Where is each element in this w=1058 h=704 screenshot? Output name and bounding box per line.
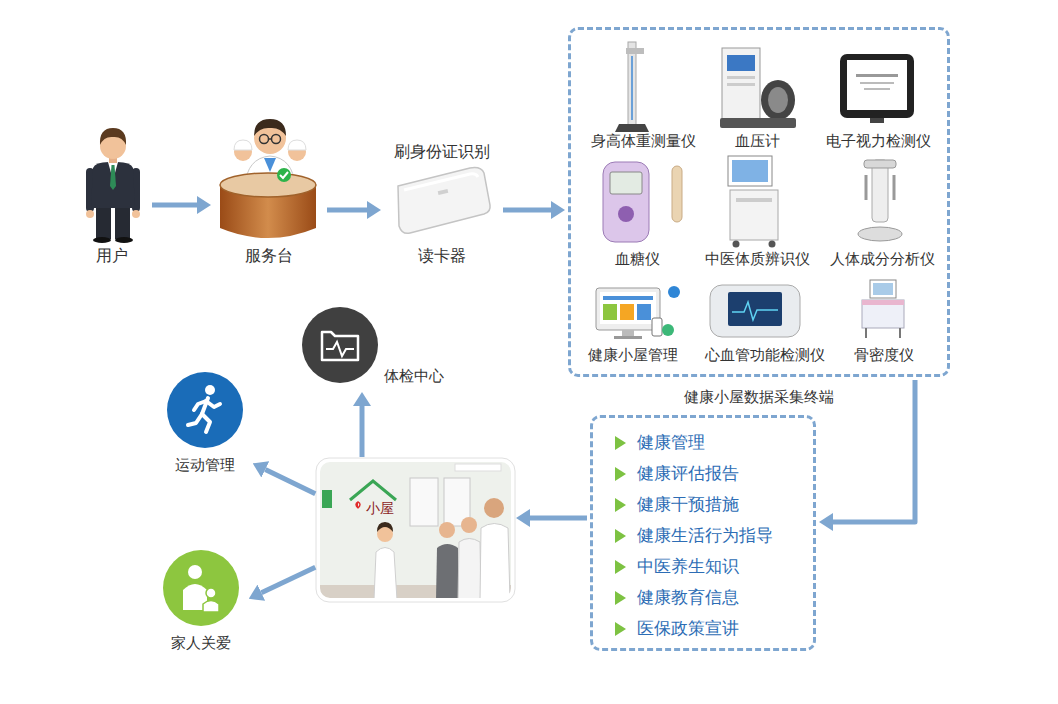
blood-pressure-monitor (720, 48, 796, 128)
node-label: 健康小屋管理 (577, 346, 689, 364)
device-box: 心血管功能检测仪 (701, 276, 829, 366)
node-label: 身高体重测量仪 (587, 132, 700, 150)
checkup-center-icon (302, 307, 378, 383)
device-box: 身高体重测量仪 (587, 36, 700, 152)
node-label: 刷身份证识别 (384, 142, 500, 161)
photo-node: 小屋 (318, 460, 513, 600)
vision-tester (840, 54, 914, 123)
exercise-icon (167, 372, 243, 448)
service-desk-node: 服务台 (214, 112, 324, 270)
node-label: 中医体质辨识仪 (701, 250, 814, 268)
flow-arrow (152, 203, 197, 208)
node-label: 电子视力检测仪 (822, 132, 935, 150)
cardiovascular-tester (710, 285, 800, 337)
node-label: 血压计 (701, 132, 813, 150)
list-item: 健康生活行为指导 (613, 525, 773, 545)
card-reader-node: 刷身份证识别读卡器 (384, 138, 500, 270)
bone-densitometer (862, 280, 904, 338)
node-label: 骨密度仪 (830, 346, 938, 364)
glucose-meter (603, 162, 682, 242)
flow-arrow (833, 380, 915, 522)
device-box: 中医体质辨识仪 (701, 156, 814, 270)
node-label: 服务台 (214, 246, 324, 265)
node-label: 人体成分分析仪 (826, 250, 939, 268)
body-composition-analyzer (858, 160, 902, 241)
family-care-node: 家人关爱 (156, 548, 246, 654)
health-house-photo (316, 458, 515, 602)
flow-arrow (530, 516, 587, 521)
node-label: 血糖仪 (581, 250, 693, 268)
tcm-constitution-analyzer (728, 156, 778, 248)
service-desk (220, 119, 316, 238)
flow-arrow (360, 406, 365, 457)
device-box: 骨密度仪 (830, 276, 938, 366)
node-label: 健康小屋数据采集终端 (571, 388, 947, 406)
terminal-group: 健康小屋数据采集终端身高体重测量仪血压计电子视力检测仪血糖仪中医体质辨识仪人体成… (568, 27, 950, 377)
flow-arrow (265, 469, 315, 493)
device-box: 血糖仪 (581, 156, 693, 270)
family-care-icon (163, 550, 239, 626)
user-node: 用户 (75, 122, 149, 272)
checkup-center-node: 体检中心 (300, 305, 460, 389)
node-label: 心血管功能检测仪 (701, 346, 829, 364)
list-item: 健康教育信息 (613, 587, 739, 607)
device-box: 健康小屋管理 (577, 276, 689, 366)
list-item: 医保政策宣讲 (613, 618, 739, 638)
node-label: 运动管理 (160, 456, 250, 474)
device-box: 血压计 (701, 36, 813, 152)
device-box: 人体成分分析仪 (826, 156, 939, 270)
node-label: 读卡器 (384, 246, 500, 265)
sign-text: 小屋 (366, 500, 394, 517)
list-item: 健康管理 (613, 432, 705, 452)
node-label: 家人关爱 (156, 634, 246, 652)
service-list: 健康管理健康评估报告健康干预措施健康生活行为指导中医养生知识健康教育信息医保政策… (590, 415, 816, 651)
height-weight-meter (615, 42, 649, 132)
flow-arrow (261, 567, 315, 592)
list-item: 健康干预措施 (613, 494, 739, 514)
node-label: 体检中心 (384, 367, 444, 385)
device-box: 电子视力检测仪 (822, 36, 935, 152)
health-house-software (596, 286, 680, 339)
user-figure (86, 128, 140, 243)
list-item: 健康评估报告 (613, 463, 739, 483)
flow-arrow (327, 208, 367, 213)
card-reader (398, 168, 490, 234)
exercise-node: 运动管理 (160, 370, 250, 476)
node-label: 用户 (75, 246, 149, 265)
list-item: 中医养生知识 (613, 556, 739, 576)
flow-arrow (503, 208, 551, 213)
